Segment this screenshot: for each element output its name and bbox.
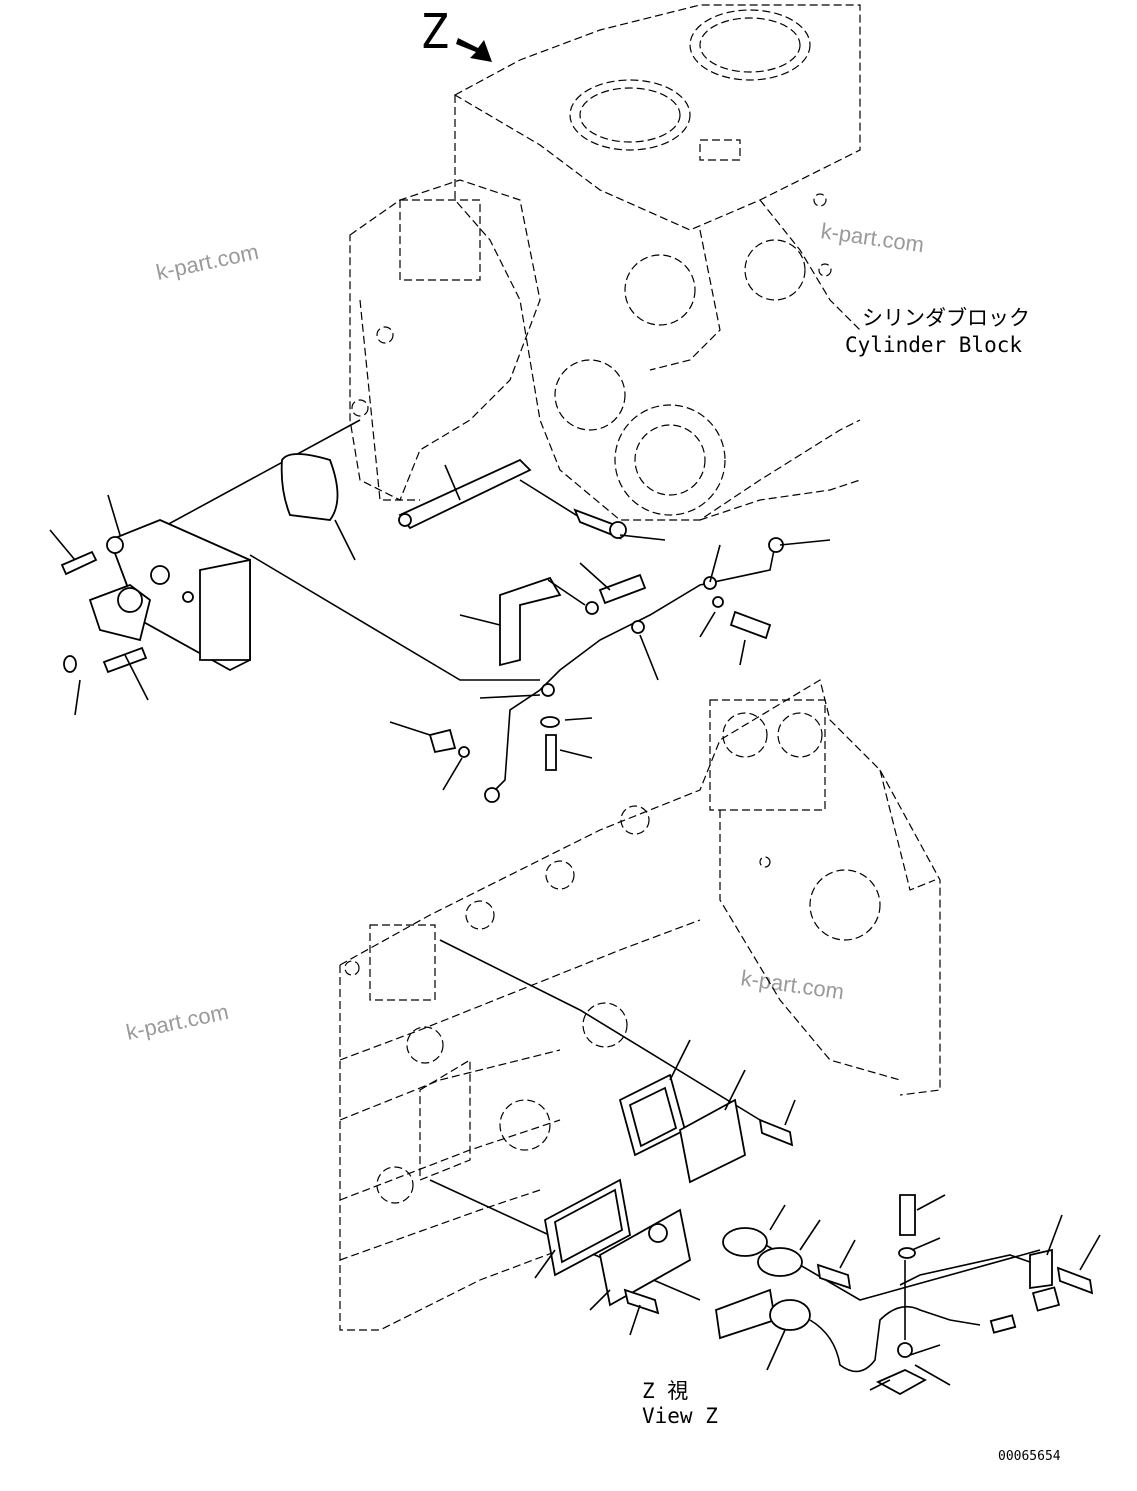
view-arrow-icon: [456, 38, 492, 62]
washer-icon: [712, 596, 724, 608]
tube-bracket: [499, 576, 562, 667]
watermark: k-part.com: [739, 965, 845, 1004]
bolt-icon: [729, 610, 772, 640]
sensor-harness: [715, 1248, 1061, 1396]
leader-lines-lower: [534, 1039, 1101, 1391]
bolt-icon: [102, 646, 148, 674]
watermark: k-part.com: [154, 239, 261, 285]
view-marker-z: Z: [420, 4, 449, 60]
lower-cylinder-block: [339, 679, 941, 1331]
cylinder-block-label-en: Cylinder Block: [845, 333, 1022, 357]
bolt-icon: [545, 734, 557, 771]
watermark: k-part.com: [819, 218, 925, 257]
washer-icon: [540, 716, 560, 728]
fuel-tube-upper: [484, 537, 784, 803]
connector-icon: [428, 728, 457, 754]
view-z-label-en: View Z: [642, 1404, 718, 1428]
bolt-icon: [60, 550, 98, 576]
washer-icon: [585, 601, 599, 615]
upper-cylinder-block: [349, 4, 861, 521]
bracket-bar: [398, 458, 532, 530]
pump-assembly: [88, 519, 251, 672]
watermark: k-part.com: [124, 999, 231, 1045]
leader-lines-upper: [49, 464, 831, 791]
view-z-label-jp: Z 視: [642, 1379, 688, 1403]
drawing-number: 00065654: [998, 1449, 1061, 1464]
cylinder-block-label-jp: シリンダブロック: [862, 306, 1030, 330]
o-ring-gasket: [280, 453, 339, 521]
o-ring-icon: [63, 655, 77, 673]
washer-icon: [458, 746, 470, 758]
bolt-icon: [598, 573, 647, 605]
lower-parts: [543, 1073, 1094, 1315]
assembly-lines: [129, 419, 1041, 1301]
